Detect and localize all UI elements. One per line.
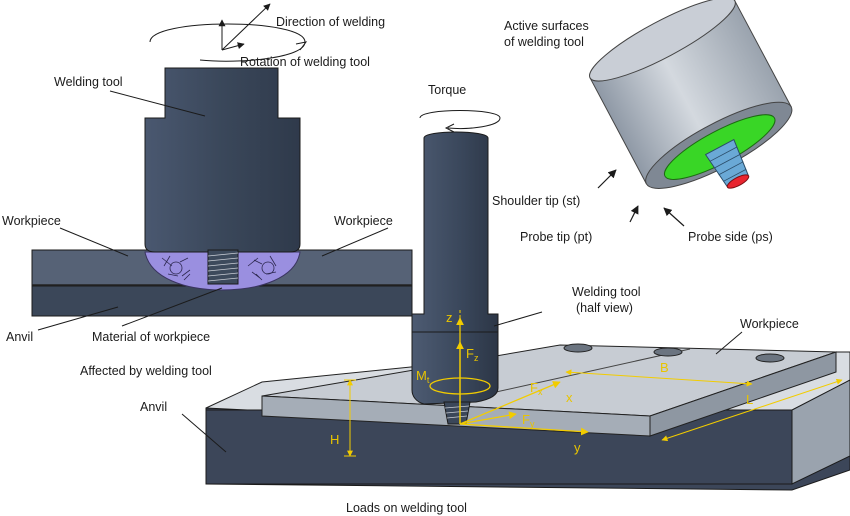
welding-direction-axes-icon — [218, 3, 271, 51]
material-flow-arrows — [161, 255, 277, 281]
workpiece-3d-label: Workpiece — [740, 317, 799, 331]
torque-arrow-icon — [419, 110, 501, 133]
probe-tip-surface — [726, 174, 750, 189]
probe-side-label: Probe side (ps) — [688, 230, 773, 244]
loads-on-welding-tool-label: Loads on welding tool — [346, 501, 467, 515]
fz-label: Fz — [466, 346, 479, 363]
plate-holes — [563, 343, 785, 363]
z-axis-label: z — [446, 310, 453, 325]
welding-tool-label: Welding tool — [54, 75, 123, 89]
workpiece-left-label: Workpiece — [2, 214, 61, 228]
active-surfaces-label-line1: Active surfaces — [504, 19, 589, 33]
affected-by-welding-tool-label: Affected by welding tool — [80, 364, 212, 378]
h-dimension-label: H — [330, 432, 339, 447]
rotation-of-welding-tool-label: Rotation of welding tool — [240, 55, 370, 69]
y-axis-label: y — [574, 440, 581, 455]
welding-tool-half-view — [411, 131, 499, 333]
workpiece-right-label: Workpiece — [334, 214, 393, 228]
anvil-3d-label: Anvil — [140, 400, 167, 414]
load-vectors — [429, 317, 589, 436]
probe-threaded — [207, 249, 239, 285]
welding-tool-body — [144, 67, 301, 253]
x-axis-label: x — [566, 390, 573, 405]
fx-label: Fx — [530, 380, 543, 397]
left-leaders — [37, 90, 389, 331]
dimension-lines — [344, 369, 843, 457]
material-of-workpiece-label: Material of workpiece — [92, 330, 210, 344]
torque-label: Torque — [428, 83, 466, 97]
probe-tip-label: Probe tip (pt) — [520, 230, 592, 244]
active-surfaces-label-line2: of welding tool — [504, 35, 584, 49]
cross-section: Direction of welding Rotation of welding… — [2, 3, 413, 378]
rotation-arrow-icon — [149, 23, 308, 62]
welding-tool-half-label-line1: Welding tool — [572, 285, 641, 299]
anvil-left-label: Anvil — [6, 330, 33, 344]
loads-3d-view: Torque Welding tool (half view) Workpiec… — [140, 83, 850, 515]
tool-3d-view: Active surfaces of welding tool Shoulder… — [492, 0, 793, 244]
shoulder-tip-label: Shoulder tip (st) — [492, 194, 580, 208]
l-dimension-label: L — [746, 392, 753, 407]
fy-label: Fy — [522, 412, 535, 429]
welding-tool-half-label-line2: (half view) — [576, 301, 633, 315]
mt-label: Mt — [416, 368, 430, 385]
b-dimension-label: B — [660, 360, 669, 375]
direction-of-welding-label: Direction of welding — [276, 15, 385, 29]
